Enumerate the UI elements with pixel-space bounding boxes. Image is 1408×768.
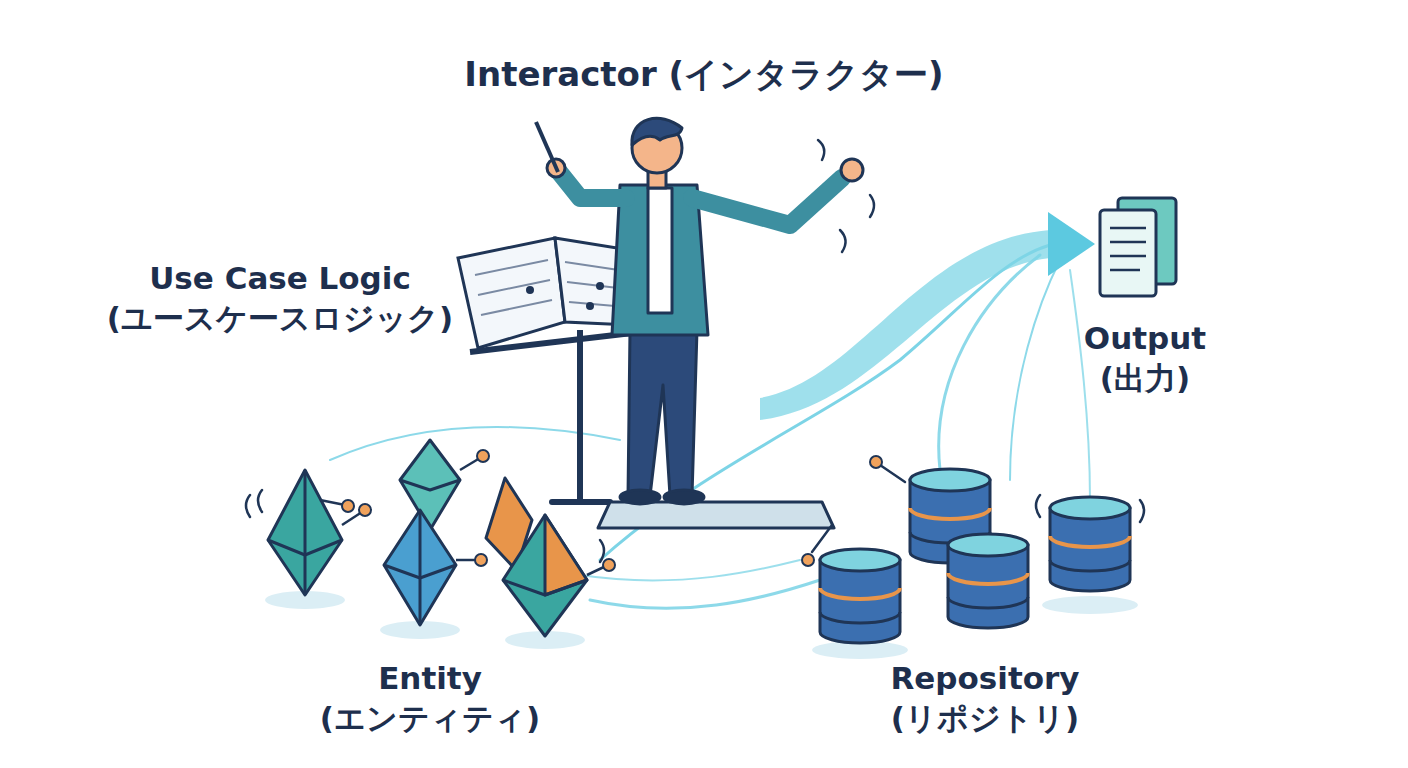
use-case-label: Use Case Logic (ユースケースロジック) <box>100 258 460 339</box>
entity-crystals <box>246 440 615 649</box>
repository-databases <box>802 456 1144 659</box>
entity-label: Entity (エンティティ) <box>300 658 560 739</box>
flow-swoosh <box>760 230 1050 420</box>
repository-label: Repository (リポジトリ) <box>860 658 1110 739</box>
output-document <box>1100 198 1176 296</box>
flow-arrowhead <box>1048 212 1095 276</box>
conductor-figure <box>536 118 863 528</box>
output-label: Output (出力) <box>1050 318 1240 399</box>
motion-marks <box>818 140 874 252</box>
diagram-title: Interactor (インタラクター) <box>404 52 1004 96</box>
